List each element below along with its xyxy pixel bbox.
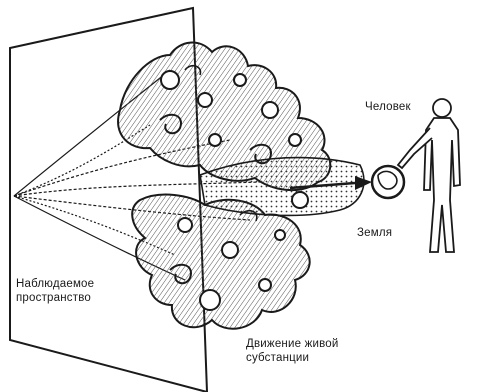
human-label: Человек bbox=[365, 100, 411, 114]
observed-space-label: Наблюдаемое пространство bbox=[16, 277, 94, 305]
living-substance-motion-label: Движение живой субстанции bbox=[246, 337, 339, 365]
earth-label: Земля bbox=[357, 226, 392, 240]
human-figure-icon bbox=[398, 99, 460, 252]
earth-globe-icon bbox=[372, 166, 404, 198]
